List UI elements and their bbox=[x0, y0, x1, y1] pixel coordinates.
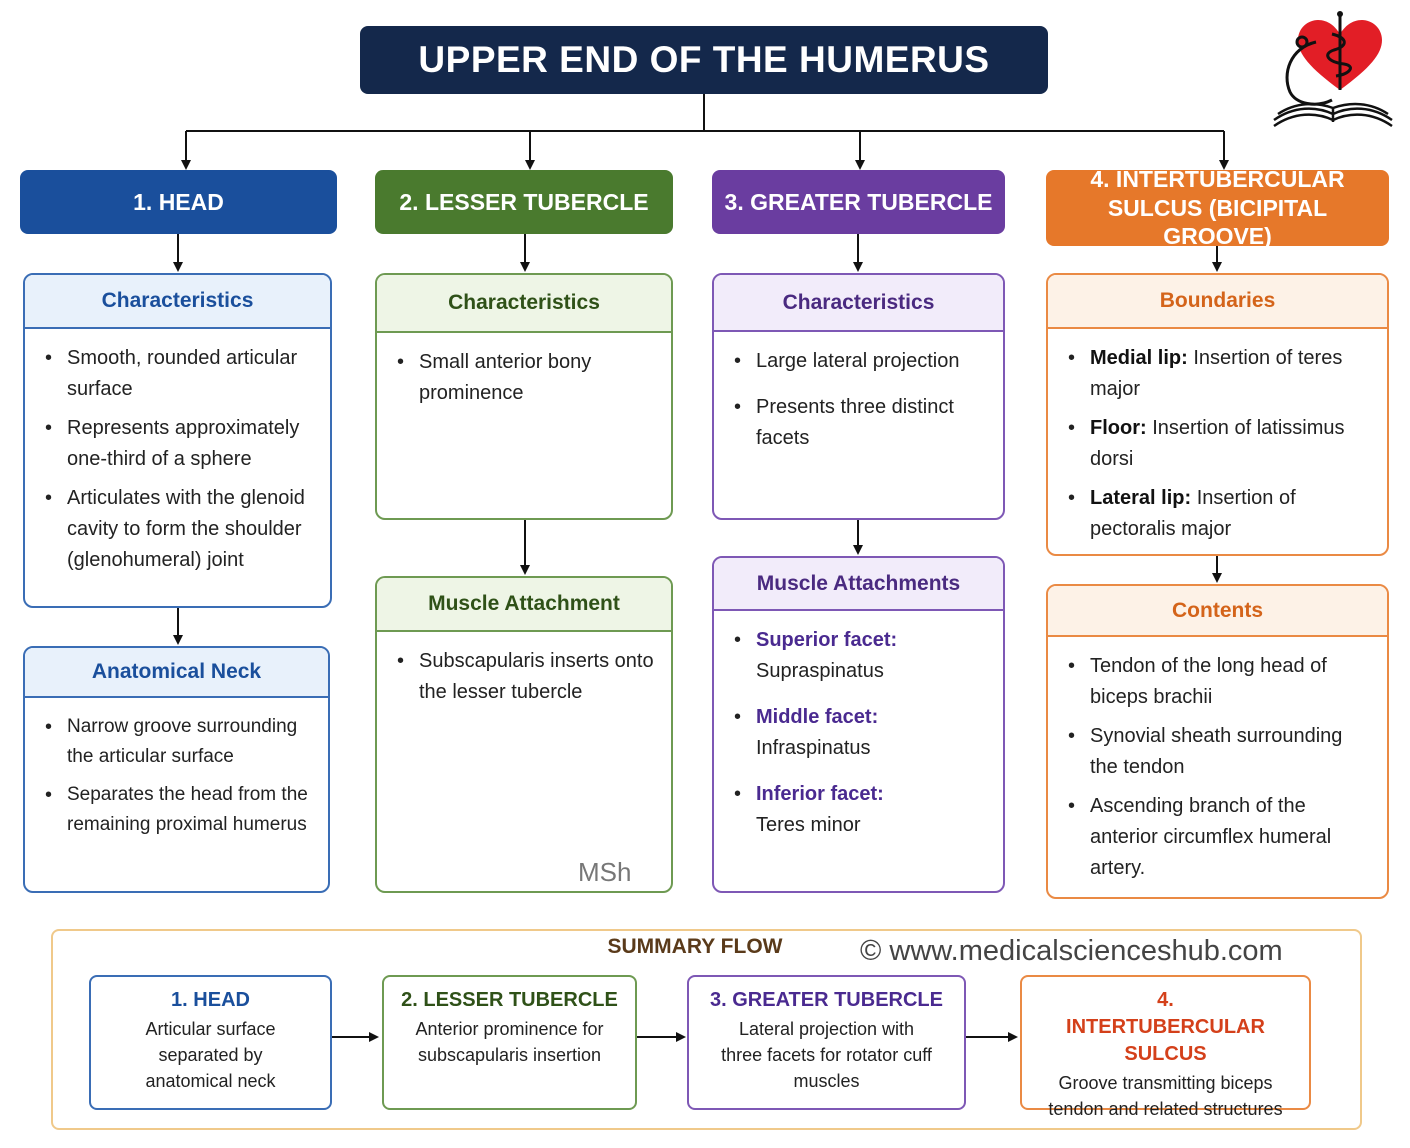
summary-step-title: 4. INTERTUBERCULAR SULCUS bbox=[1066, 989, 1265, 1065]
greater-tubercle-muscle-attachments-card: Muscle Attachments Superior facet: Supras… bbox=[712, 556, 1005, 893]
list-item: Inferior facet: Teres minor bbox=[734, 779, 987, 841]
list-item: Smooth, rounded articular surface bbox=[45, 343, 314, 405]
boundary-label: Floor: bbox=[1090, 417, 1147, 439]
head-characteristics-card: Characteristics Smooth, rounded articula… bbox=[23, 273, 332, 608]
sulcus-boundaries-card: Boundaries Medial lip: Insertion of tere… bbox=[1046, 273, 1389, 556]
list-item: Superior facet: Supraspinatus bbox=[734, 625, 987, 687]
anatomical-neck-card: Anatomical Neck Narrow groove surroundin… bbox=[23, 646, 330, 893]
list-item: Large lateral projection bbox=[734, 346, 987, 377]
summary-step-greater-tubercle: 3. GREATER TUBERCLE Lateral projection w… bbox=[687, 975, 966, 1110]
list-item: Lateral lip: Insertion of pectoralis maj… bbox=[1068, 483, 1371, 545]
facet-label: Inferior facet: bbox=[756, 783, 884, 805]
column-header-intertubercular-sulcus: 4. INTERTUBERCULAR SULCUS (BICIPITAL GRO… bbox=[1046, 166, 1389, 249]
list-item: Separates the head from the remaining pr… bbox=[45, 780, 312, 840]
list-item: Presents three distinct facets bbox=[734, 392, 987, 454]
copyright-text: © www.medicalscienceshub.com bbox=[860, 935, 1283, 967]
card-title: Muscle Attachments bbox=[714, 558, 1003, 611]
facet-label: Middle facet: bbox=[756, 706, 879, 728]
facet-label: Superior facet: bbox=[756, 629, 898, 651]
summary-step-desc: Anterior prominence for subscapularis in… bbox=[415, 1019, 604, 1065]
list-item: Subscapularis inserts onto the lesser tu… bbox=[397, 646, 655, 708]
facet-muscle: Supraspinatus bbox=[756, 660, 884, 682]
summary-step-head: 1. HEAD Articular surface separated by a… bbox=[89, 975, 332, 1110]
column-header-greater-tubercle: 3. GREATER TUBERCLE bbox=[712, 170, 1005, 234]
card-title: Anatomical Neck bbox=[25, 648, 328, 698]
sulcus-contents-card: Contents Tendon of the long head of bice… bbox=[1046, 584, 1389, 899]
summary-step-desc: Groove transmitting biceps tendon and re… bbox=[1048, 1073, 1283, 1119]
summary-flow-panel bbox=[51, 929, 1362, 1130]
summary-step-intertubercular-sulcus: 4. INTERTUBERCULAR SULCUS Groove transmi… bbox=[1020, 975, 1311, 1119]
page-title: UPPER END OF THE HUMERUS bbox=[360, 26, 1048, 94]
boundary-label: Lateral lip: bbox=[1090, 487, 1192, 509]
heart-caduceus-book-logo-icon bbox=[1273, 11, 1393, 128]
lesser-tubercle-muscle-attachment-card: Muscle Attachment Subscapularis inserts … bbox=[375, 576, 673, 893]
list-item: Synovial sheath surrounding the tendon bbox=[1068, 721, 1371, 783]
greater-tubercle-characteristics-card: Characteristics Large lateral projection… bbox=[712, 273, 1005, 520]
list-item: Medial lip: Insertion of teres major bbox=[1068, 343, 1371, 405]
card-title: Characteristics bbox=[377, 275, 671, 333]
summary-step-desc: Articular surface separated by anatomica… bbox=[145, 1019, 276, 1091]
card-title: Characteristics bbox=[25, 275, 330, 329]
facet-muscle: Teres minor bbox=[756, 814, 861, 836]
summary-title: SUMMARY FLOW bbox=[607, 935, 783, 958]
list-item: Represents approximately one-third of a … bbox=[45, 413, 314, 475]
column-header-head: 1. HEAD bbox=[20, 170, 337, 234]
list-item: Articulates with the glenoid cavity to f… bbox=[45, 483, 314, 576]
boundary-label: Medial lip: bbox=[1090, 347, 1188, 369]
summary-step-desc: Lateral projection with three facets for… bbox=[721, 1019, 932, 1091]
summary-step-title: 2. LESSER TUBERCLE bbox=[401, 989, 618, 1011]
summary-step-title: 3. GREATER TUBERCLE bbox=[710, 989, 943, 1011]
list-item: Small anterior bony prominence bbox=[397, 347, 655, 409]
facet-muscle: Infraspinatus bbox=[756, 737, 871, 759]
lesser-tubercle-characteristics-card: Characteristics Small anterior bony prom… bbox=[375, 273, 673, 520]
card-title: Boundaries bbox=[1048, 275, 1387, 329]
card-title: Muscle Attachment bbox=[377, 578, 671, 632]
card-title: Characteristics bbox=[714, 275, 1003, 332]
list-item: Floor: Insertion of latissimus dorsi bbox=[1068, 413, 1371, 475]
boundary-text: Insertion of pectoralis major bbox=[1090, 487, 1296, 540]
boundary-text: Insertion of latissimus dorsi bbox=[1090, 417, 1345, 470]
summary-step-lesser-tubercle: 2. LESSER TUBERCLE Anterior prominence f… bbox=[382, 975, 637, 1110]
column-header-lesser-tubercle: 2. LESSER TUBERCLE bbox=[375, 170, 673, 234]
list-item: Tendon of the long head of biceps brachi… bbox=[1068, 651, 1371, 713]
boundary-text: Insertion of teres major bbox=[1090, 347, 1343, 400]
summary-step-title: 1. HEAD bbox=[171, 989, 250, 1011]
list-item: Ascending branch of the anterior circumf… bbox=[1068, 791, 1371, 884]
list-item: Narrow groove surrounding the articular … bbox=[45, 712, 312, 772]
watermark: MSh bbox=[578, 857, 632, 887]
card-title: Contents bbox=[1048, 586, 1387, 637]
list-item: Middle facet: Infraspinatus bbox=[734, 702, 987, 764]
